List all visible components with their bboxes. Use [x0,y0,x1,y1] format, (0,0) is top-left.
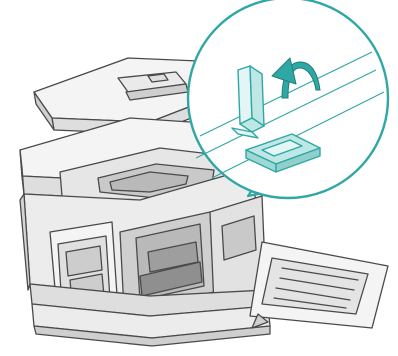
side-door-open [250,242,388,328]
detail-callout [188,0,388,198]
